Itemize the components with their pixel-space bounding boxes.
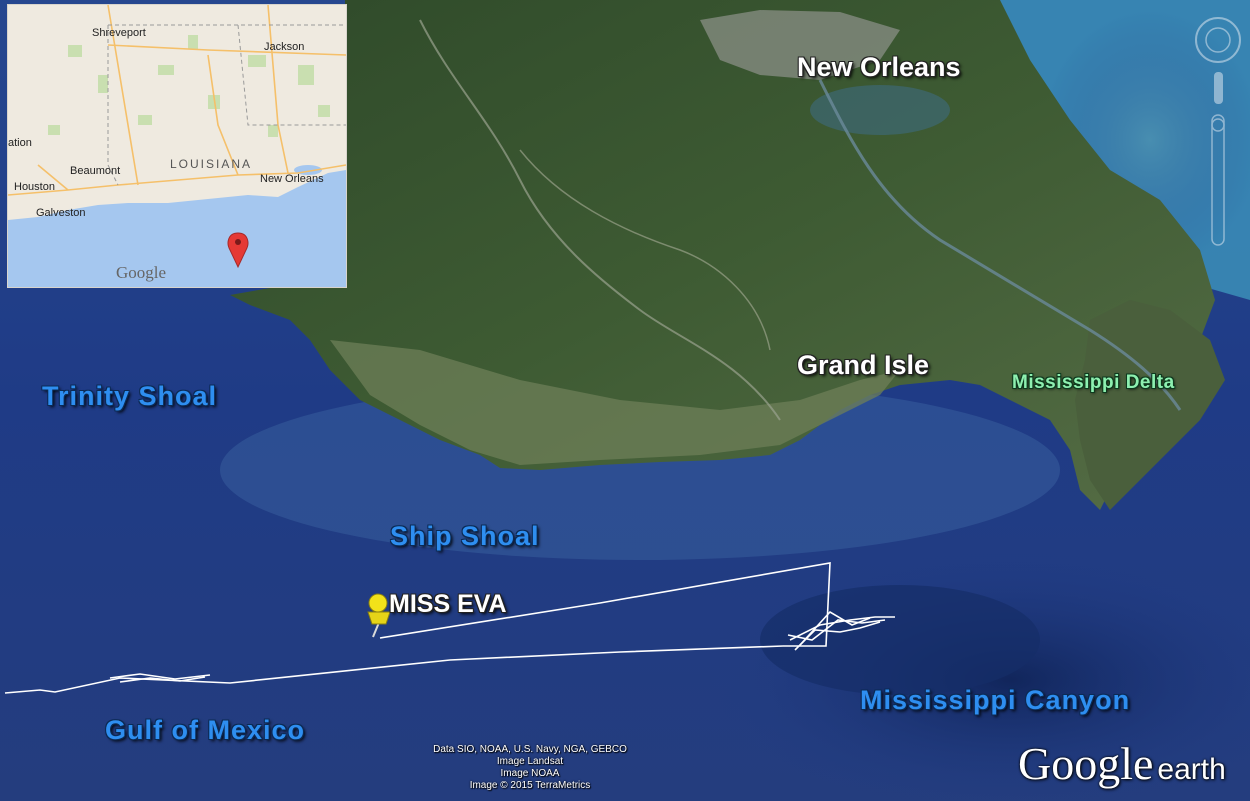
google-wordmark: Google — [1018, 738, 1154, 789]
new-orleans-urban — [700, 10, 900, 80]
earth-wordmark: earth — [1157, 753, 1226, 786]
inset-label-new-orleans: New Orleans — [260, 173, 324, 185]
attribution-line: Image Landsat — [496, 756, 564, 767]
label-gulf-of-mexico: Gulf of Mexico — [105, 715, 306, 745]
label-ship-shoal: Ship Shoal — [390, 521, 540, 551]
mississippi-river — [818, 79, 1182, 411]
attribution-line: Image NOAA — [500, 768, 560, 779]
compass-ring[interactable] — [1195, 17, 1241, 63]
imagery-attribution: Data SIO, NOAA, U.S. Navy, NGA, GEBCO Im… — [380, 744, 680, 792]
label-trinity-shoal: Trinity Shoal — [42, 381, 218, 411]
inset-gulf — [8, 170, 346, 287]
label-miss-eva[interactable]: MISS EVA — [389, 590, 507, 618]
navigation-controls[interactable] — [1195, 17, 1241, 246]
inset-highways — [8, 5, 346, 196]
attribution-line: Data SIO, NOAA, U.S. Navy, NGA, GEBCO — [433, 744, 627, 755]
inset-state-border — [107, 24, 346, 186]
inset-label-jackson: Jackson — [264, 41, 305, 53]
attribution-line: Image © 2015 TerraMetrics — [469, 780, 591, 791]
coastal-marsh — [330, 340, 900, 465]
inset-google-logo: Google — [116, 263, 167, 282]
canyon-shading-2 — [760, 585, 1040, 695]
label-grand-isle: Grand Isle — [797, 350, 930, 380]
inset-label-shreveport: Shreveport — [92, 27, 146, 39]
zoom-slider[interactable] — [1211, 114, 1225, 246]
label-new-orleans: New Orleans — [797, 52, 961, 82]
delta-land — [1075, 300, 1225, 510]
miss-eva-pushpin[interactable] — [367, 593, 391, 638]
vessel-track — [4, 562, 895, 694]
lake — [810, 85, 950, 135]
inset-label-houston: Houston — [14, 181, 55, 193]
inset-location-marker[interactable] — [227, 232, 249, 269]
look-joystick[interactable] — [1205, 27, 1231, 53]
zoom-thumb[interactable] — [1211, 118, 1225, 132]
inset-parks — [48, 35, 330, 137]
bayou — [419, 19, 781, 421]
inset-label-louisiana: LOUISIANA — [170, 157, 253, 171]
bayou-2 — [519, 149, 771, 351]
inset-label-galveston: Galveston — [36, 207, 86, 219]
inset-label-beaumont: Beaumont — [70, 165, 121, 177]
street-view-figure[interactable] — [1214, 72, 1223, 104]
inset-map-graphic — [8, 5, 346, 287]
label-mississippi-canyon: Mississippi Canyon — [860, 685, 1131, 715]
label-mississippi-delta: Mississippi Delta — [1012, 372, 1175, 393]
inset-locator-map[interactable]: Shreveport Jackson LOUISIANA Beaumont Ho… — [7, 4, 347, 288]
inset-label-partial: ation — [8, 137, 32, 149]
